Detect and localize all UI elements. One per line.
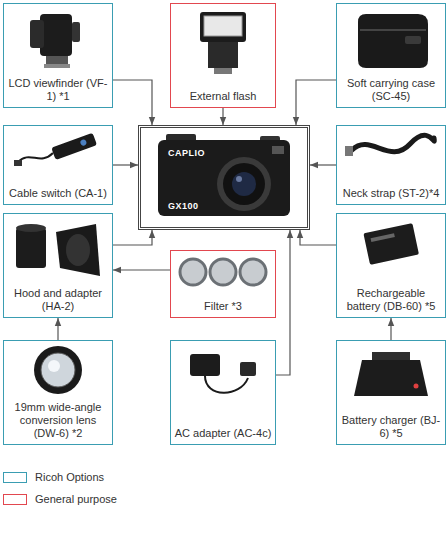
accessory-label: Neck strap (ST-2)*4 bbox=[340, 187, 442, 200]
charger-illustration bbox=[354, 352, 428, 396]
legend-label: General purpose bbox=[35, 493, 117, 505]
case-illustration bbox=[358, 14, 428, 68]
accessory-label: AC adapter (AC-4c) bbox=[174, 427, 272, 440]
connector-arrow bbox=[300, 230, 336, 245]
flash-illustration bbox=[200, 12, 246, 74]
legend-label: Ricoh Options bbox=[35, 471, 104, 483]
ac-adapter-illustration bbox=[190, 354, 256, 393]
legend-row: Ricoh Options bbox=[3, 466, 117, 488]
battery-illustration bbox=[363, 223, 419, 265]
accessory-label: Rechargeable battery (DB-60) *5 bbox=[340, 287, 442, 313]
accessory-box: Hood and adapter (HA-2) bbox=[3, 213, 113, 318]
legend-row: General purpose bbox=[3, 488, 117, 510]
camera-marking: GX100 bbox=[168, 201, 199, 211]
connector-arrow bbox=[113, 80, 152, 125]
label-block: Battery charger (BJ-6) *5 bbox=[340, 414, 442, 440]
label-block: Filter *3 bbox=[174, 300, 272, 313]
accessory-label: 19mm wide-angle conversion lens (DW-6) *… bbox=[7, 401, 109, 440]
label-block: Hood and adapter (HA-2) bbox=[7, 287, 109, 313]
label-block: AC adapter (AC-4c) bbox=[174, 427, 272, 440]
accessory-box: Soft carrying case (SC-45) bbox=[336, 3, 446, 108]
label-block: Rechargeable battery (DB-60) *5 bbox=[340, 287, 442, 313]
connector-arrow bbox=[113, 230, 152, 245]
accessory-box: Cable switch (CA-1) bbox=[3, 125, 113, 205]
connector-arrow bbox=[390, 318, 391, 340]
accessory-label: Filter *3 bbox=[174, 300, 272, 313]
filter-illustration bbox=[180, 259, 266, 285]
neck-strap-illustration bbox=[345, 135, 434, 156]
label-block: Soft carrying case (SC-45) bbox=[340, 77, 442, 103]
label-block: LCD viewfinder (VF-1) *1 bbox=[7, 77, 109, 103]
cable-switch-illustration bbox=[14, 133, 97, 166]
conversion-lens-illustration bbox=[34, 346, 82, 394]
accessory-box: AC adapter (AC-4c) bbox=[170, 340, 276, 445]
camera-box: CAPLIO GX100 bbox=[138, 125, 310, 230]
viewfinder-illustration bbox=[30, 14, 80, 68]
accessory-label: Cable switch (CA-1) bbox=[7, 187, 109, 200]
accessory-label: LCD viewfinder (VF-1) *1 bbox=[7, 77, 109, 103]
legend: Ricoh OptionsGeneral purpose bbox=[3, 466, 117, 510]
connector-arrow bbox=[310, 164, 336, 165]
connector-arrow bbox=[113, 269, 170, 270]
accessory-box: LCD viewfinder (VF-1) *1 bbox=[3, 3, 113, 108]
camera-marking: CAPLIO bbox=[168, 148, 205, 158]
accessory-box: 19mm wide-angle conversion lens (DW-6) *… bbox=[3, 340, 113, 445]
accessory-box: Neck strap (ST-2)*4 bbox=[336, 125, 446, 205]
accessory-box: Filter *3 bbox=[170, 250, 276, 318]
camera-illustration bbox=[158, 134, 290, 216]
connector-arrow bbox=[296, 80, 336, 125]
accessory-label: Hood and adapter (HA-2) bbox=[7, 287, 109, 313]
label-block: External flash bbox=[174, 90, 272, 103]
connector-arrow bbox=[113, 164, 138, 165]
accessory-label: External flash bbox=[174, 90, 272, 103]
label-block: Neck strap (ST-2)*4 bbox=[340, 187, 442, 200]
legend-swatch bbox=[3, 472, 27, 483]
accessory-box: External flash bbox=[170, 3, 276, 108]
label-block: Cable switch (CA-1) bbox=[7, 187, 109, 200]
label-block: 19mm wide-angle conversion lens (DW-6) *… bbox=[7, 401, 109, 440]
legend-swatch bbox=[3, 494, 27, 505]
connector-arrow bbox=[222, 108, 223, 125]
hood-illustration bbox=[16, 224, 100, 276]
connector-arrow bbox=[57, 318, 58, 340]
accessory-label: Battery charger (BJ-6) *5 bbox=[340, 414, 442, 440]
accessory-box: Battery charger (BJ-6) *5 bbox=[336, 340, 446, 445]
accessory-box: Rechargeable battery (DB-60) *5 bbox=[336, 213, 446, 318]
connector-arrow bbox=[276, 230, 290, 375]
accessory-label: Soft carrying case (SC-45) bbox=[340, 77, 442, 103]
